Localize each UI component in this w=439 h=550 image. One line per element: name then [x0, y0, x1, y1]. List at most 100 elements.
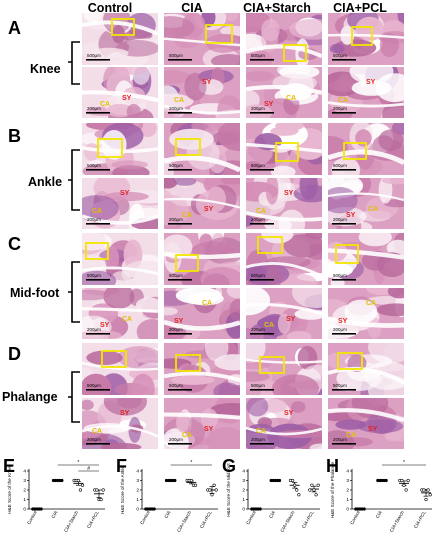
histology-image: 500μm — [164, 343, 240, 395]
panel-letter-e: E — [3, 456, 16, 476]
data-point — [426, 488, 430, 492]
scale-bar-label: 500μm — [87, 53, 101, 58]
scale-bar — [250, 59, 274, 61]
scale-bar — [332, 279, 356, 281]
data-point — [428, 493, 432, 497]
x-tick-label: CIA — [50, 509, 59, 519]
scale-bar — [250, 443, 274, 445]
significance-label: * — [77, 460, 79, 466]
scale-bar-label: 500μm — [169, 163, 183, 168]
roi-highlight-box — [175, 254, 199, 272]
scale-bar-label: 200μm — [87, 327, 101, 332]
scale-bar — [250, 333, 274, 335]
roi-highlight-box — [335, 244, 359, 264]
scale-bar-label: 500μm — [333, 273, 347, 278]
x-tick-label: CIA+PCL — [413, 510, 427, 530]
data-point — [316, 483, 320, 487]
data-point — [424, 497, 428, 502]
scale-bar-label: 200μm — [251, 217, 265, 222]
roi-highlight-box — [97, 138, 123, 158]
scale-bar — [168, 112, 192, 114]
y-tick-label: 0 — [23, 507, 26, 513]
histology-image: 500μm — [82, 233, 158, 285]
scale-bar — [86, 279, 110, 281]
x-tick-label: CIA+Starch — [279, 510, 295, 533]
data-point — [193, 483, 198, 487]
roi-highlight-box — [275, 142, 299, 162]
y-tick-label: 4 — [136, 469, 139, 475]
column-header-cia: CIA — [181, 1, 203, 15]
panel-letter-f: F — [116, 456, 127, 476]
histology-image: 500μm — [164, 123, 240, 175]
y-tick-label: 2 — [23, 488, 26, 494]
scale-bar-label: 200μm — [169, 217, 183, 222]
scale-bar — [250, 279, 274, 281]
tissue-label: SY — [346, 212, 356, 219]
data-point — [189, 478, 193, 483]
histology-image: 500μm — [246, 343, 322, 395]
scale-bar — [86, 389, 110, 391]
scale-bar — [168, 443, 192, 445]
scale-bar-label: 500μm — [169, 273, 183, 278]
data-point — [173, 478, 177, 483]
panel-letter-a: A — [8, 18, 21, 38]
row-label-phalange: Phalange — [2, 390, 58, 404]
scale-bar — [250, 389, 274, 391]
y-tick-label: 4 — [346, 469, 349, 475]
column-header-cia-starch: CIA+Starch — [243, 1, 311, 15]
tissue-label: CA — [256, 208, 267, 215]
tissue-label: SY — [204, 426, 214, 433]
x-tick-label: CIA+PCL — [86, 510, 100, 530]
tissue-label: CA — [202, 300, 213, 307]
tissue-label: CA — [286, 95, 297, 102]
scale-bar — [332, 333, 356, 335]
y-tick-label: 1 — [346, 497, 349, 503]
panel-letter-g: G — [222, 456, 237, 476]
row-label-mid-foot: Mid-foot — [10, 286, 60, 300]
scale-bar-label: 200μm — [169, 327, 183, 332]
histology-image: 500μm — [246, 123, 322, 175]
data-point — [277, 478, 282, 483]
scale-bar — [86, 59, 110, 61]
scale-bar — [168, 333, 192, 335]
scale-bar — [86, 169, 110, 171]
scale-bar-label: 500μm — [87, 273, 101, 278]
x-tick-label: Control — [349, 510, 361, 525]
roi-highlight-box — [101, 350, 127, 368]
scale-bar — [332, 112, 356, 114]
significance-label: # — [87, 466, 90, 472]
column-header-cia-pcl: CIA+PCL — [333, 1, 387, 15]
roi-highlight-box — [175, 138, 201, 156]
scale-bar-label: 200μm — [333, 106, 347, 111]
tissue-label: SY — [366, 79, 376, 86]
y-axis-label: H&E Score of the Ankle — [120, 466, 125, 514]
y-tick-label: 1 — [136, 497, 139, 503]
scale-bar — [86, 333, 110, 335]
y-axis-label: H&E Score of the Phalange — [330, 461, 335, 518]
y-tick-label: 2 — [242, 488, 245, 494]
panel-letter-c: C — [8, 234, 21, 254]
scale-bar-label: 200μm — [87, 217, 101, 222]
x-tick-label: CIA+Starch — [176, 510, 192, 533]
tissue-label: CA — [368, 206, 379, 213]
scale-bar — [168, 389, 192, 391]
tissue-label: SY — [284, 190, 294, 197]
data-point — [400, 478, 404, 483]
x-tick-label: Control — [139, 510, 151, 525]
data-point — [80, 483, 85, 487]
data-point — [212, 483, 216, 487]
row-label-knee: Knee — [30, 62, 61, 76]
y-tick-label: 2 — [346, 488, 349, 494]
scale-bar — [250, 223, 274, 225]
data-point — [308, 488, 312, 492]
